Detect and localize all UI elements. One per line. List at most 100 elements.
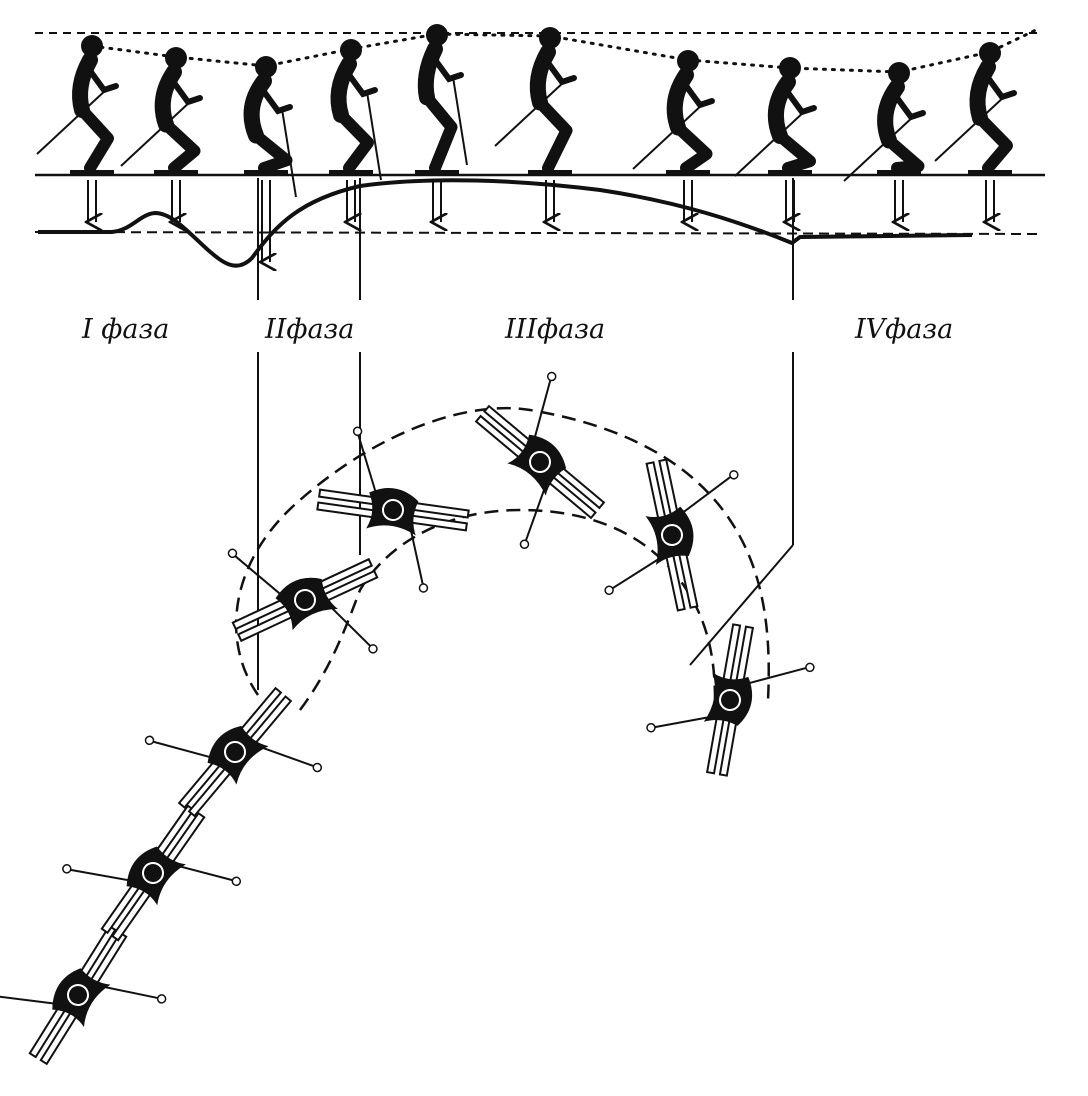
ski-pole	[409, 528, 424, 586]
baseline-dashed	[34, 231, 1041, 235]
ski-pole	[494, 79, 567, 147]
ski-pole	[177, 864, 234, 882]
skier-arm	[543, 57, 577, 86]
skier-legs	[672, 121, 713, 174]
skier-head	[294, 589, 316, 611]
skier-legs	[974, 112, 1013, 174]
side-skier	[243, 56, 297, 262]
ski-pole	[36, 87, 109, 155]
ski-pole	[101, 985, 159, 1000]
phase-label-2: IIфаза	[265, 314, 355, 345]
skier-arm	[681, 80, 715, 109]
phase-label-1: I фаза	[82, 314, 170, 345]
skier-head	[67, 984, 89, 1006]
phase-label-4: IVфаза	[855, 314, 954, 345]
pole-basket	[519, 539, 530, 550]
skier-head	[255, 56, 277, 78]
ski-pole	[366, 91, 382, 181]
turn-arc-skiers	[0, 371, 815, 1066]
turn-skier	[144, 686, 323, 818]
pole-basket	[231, 876, 242, 887]
turn-arc-outer	[234, 406, 770, 701]
skier-legs	[534, 96, 573, 174]
ski-pole	[682, 475, 732, 513]
ski-pole	[233, 554, 281, 595]
ski-pole	[748, 666, 808, 685]
phase-boundary-3-diagonal	[689, 544, 794, 666]
load-curve	[38, 178, 973, 268]
skier-legs	[421, 91, 458, 174]
skier-arm	[259, 86, 293, 115]
skier-head	[979, 42, 1001, 64]
ski-pole	[611, 557, 662, 590]
ski-pole	[152, 740, 211, 759]
skier-legs	[774, 130, 816, 174]
pole-basket	[312, 762, 323, 773]
pole-basket	[368, 644, 378, 654]
skier-legs	[160, 118, 201, 174]
pole-basket	[352, 426, 363, 437]
ski-pole	[357, 434, 377, 492]
skier-arm	[783, 87, 817, 116]
pole-basket	[62, 864, 72, 874]
side-skier	[934, 42, 1017, 222]
skier-head	[539, 27, 561, 49]
skier-arm	[344, 69, 378, 98]
skier-head	[382, 499, 404, 521]
skier-head	[340, 39, 362, 61]
skier-legs	[883, 134, 925, 174]
skier-head	[529, 451, 551, 473]
pole-basket	[805, 662, 815, 673]
pole-basket	[144, 735, 155, 746]
turn-skier	[474, 371, 606, 550]
ski-pole	[329, 605, 372, 648]
ski-pole	[524, 486, 546, 542]
skier-head	[888, 62, 910, 84]
skier-legs	[250, 129, 293, 174]
skier-head	[426, 24, 448, 46]
turn-skier	[316, 426, 470, 593]
pole-basket	[604, 585, 614, 596]
ski-pole	[843, 114, 916, 182]
pole-basket	[418, 583, 429, 593]
pole-basket	[227, 548, 238, 559]
skier-head	[224, 741, 246, 763]
pole-basket	[729, 470, 739, 480]
skier-arm	[892, 92, 926, 121]
side-skier	[36, 35, 119, 222]
side-skier	[494, 27, 577, 222]
skier-head	[779, 57, 801, 79]
side-skier	[843, 62, 926, 222]
skier-head	[661, 524, 683, 546]
ski-pole	[934, 94, 1007, 162]
side-skier	[415, 24, 468, 222]
ski-pole	[632, 102, 705, 170]
turn-skier	[604, 458, 739, 612]
ski-pole	[734, 109, 807, 177]
pole-basket	[546, 371, 557, 382]
skier-arm	[169, 77, 203, 106]
side-skier	[632, 50, 715, 222]
ski-pole	[259, 746, 315, 768]
skier-legs	[76, 104, 114, 174]
ski-pole	[69, 868, 129, 882]
turn-arc-inner	[298, 508, 717, 711]
skier-arm	[85, 65, 119, 94]
skier-legs	[335, 109, 374, 174]
ski-pole	[0, 995, 54, 1005]
skier-arm	[983, 72, 1017, 101]
ski-pole	[533, 379, 552, 438]
side-skier	[120, 47, 203, 222]
pole-basket	[156, 994, 167, 1004]
skier-head	[165, 47, 187, 69]
skier-head	[142, 862, 164, 884]
side-view-skiers	[36, 24, 1017, 262]
ski-pole	[281, 108, 297, 198]
ski-pole	[452, 76, 468, 166]
turn-skier	[227, 548, 379, 654]
turn-skier	[62, 804, 242, 942]
turn-skier	[646, 623, 815, 777]
turn-skier	[0, 924, 167, 1066]
